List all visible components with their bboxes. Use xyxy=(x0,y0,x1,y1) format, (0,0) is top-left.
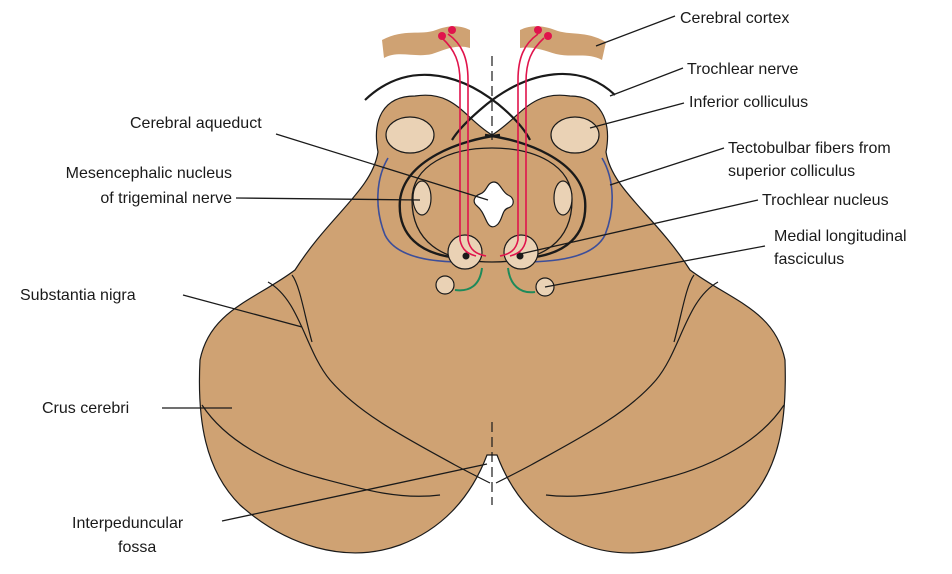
label-mesencephalic-line2: of trigeminal nerve xyxy=(100,190,232,207)
cortex-neuron-left-1 xyxy=(438,32,446,40)
label-interpeduncular-line1: Interpeduncular xyxy=(72,515,184,532)
label-trochlear-nucleus: Trochlear nucleus xyxy=(762,192,889,209)
cortex-neuron-right-2 xyxy=(544,32,552,40)
cortex-neuron-right-1 xyxy=(534,26,542,34)
label-tectobulbar-line2: superior colliculus xyxy=(728,163,855,180)
cortex-neuron-left-2 xyxy=(448,26,456,34)
leader-inferior-colliculus xyxy=(590,103,684,128)
mesencephalic-nucleus-right xyxy=(554,181,572,215)
label-mesencephalic-line1: Mesencephalic nucleus xyxy=(66,165,232,182)
label-mlf-line2: fasciculus xyxy=(774,251,844,268)
label-inferior-colliculus: Inferior colliculus xyxy=(689,94,808,111)
label-crus-cerebri: Crus cerebri xyxy=(42,400,129,417)
cerebral-cortex-right xyxy=(520,26,606,60)
mlf-left xyxy=(436,276,454,294)
trochlear-nucleus-right xyxy=(504,235,538,269)
label-interpeduncular-line2: fossa xyxy=(118,539,156,556)
inferior-colliculus-right xyxy=(551,117,599,153)
inferior-colliculus-left xyxy=(386,117,434,153)
label-trochlear-nerve: Trochlear nerve xyxy=(687,61,799,78)
label-substantia-nigra: Substantia nigra xyxy=(20,287,136,304)
mesencephalic-nucleus-left xyxy=(413,181,431,215)
leader-cerebral-cortex xyxy=(596,16,675,46)
label-cerebral-cortex: Cerebral cortex xyxy=(680,10,789,27)
label-tectobulbar-line1: Tectobulbar fibers from xyxy=(728,140,891,157)
label-cerebral-aqueduct: Cerebral aqueduct xyxy=(130,115,262,132)
trochlear-nucleus-left xyxy=(448,235,482,269)
label-mlf-line1: Medial longitudinal xyxy=(774,228,907,245)
leader-tectobulbar xyxy=(610,148,724,185)
leader-trochlear-nerve xyxy=(610,68,683,96)
